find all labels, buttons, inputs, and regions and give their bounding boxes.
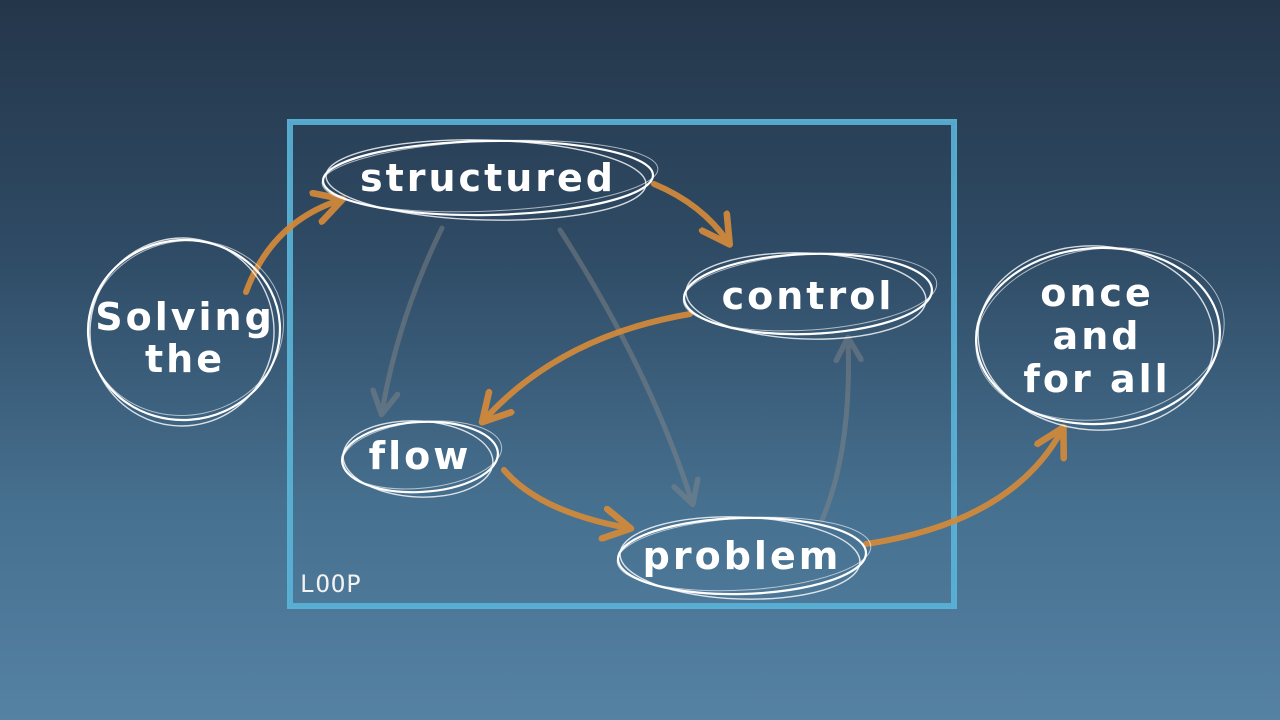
faint-arrow-structured-to-flow xyxy=(382,225,445,412)
node-problem-outline xyxy=(616,516,872,600)
arrow-control-to-flow xyxy=(484,311,693,420)
node-control-outline xyxy=(682,252,938,340)
node-flow-label: flow xyxy=(368,434,472,478)
flow-arrows xyxy=(243,181,1062,547)
node-structured-label: structured xyxy=(359,156,617,200)
faint-arrow-structured-to-problem xyxy=(557,227,692,502)
node-control-label: control xyxy=(721,274,895,318)
node-start-outline xyxy=(86,237,285,427)
arrow-start-to-structured xyxy=(243,200,340,295)
faint-arrows xyxy=(382,225,848,523)
loop-label: LOOP xyxy=(300,570,362,598)
node-structured-outline xyxy=(321,139,659,221)
node-start-label: Solving the xyxy=(95,295,275,381)
arrow-structured-to-control xyxy=(651,181,728,242)
arrow-flow-to-problem xyxy=(501,467,628,528)
node-problem-label: problem xyxy=(642,534,842,578)
arrow-problem-to-end xyxy=(863,430,1062,547)
node-end-outline xyxy=(974,245,1225,431)
node-flow-outline xyxy=(340,420,503,498)
node-end-label: once and for all xyxy=(1023,271,1171,401)
faint-arrow-problem-to-control xyxy=(819,340,848,523)
loop-frame xyxy=(287,119,957,609)
